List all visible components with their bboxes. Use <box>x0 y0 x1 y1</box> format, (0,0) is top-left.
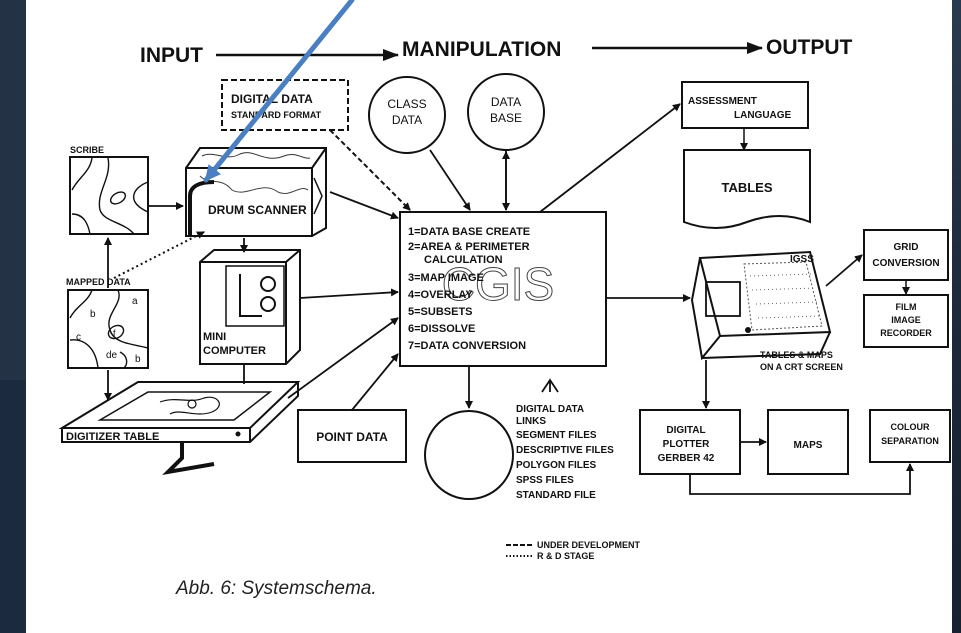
plotter-label-3: GERBER 42 <box>658 453 715 464</box>
connectors <box>104 103 914 495</box>
separation-label: SEPARATION <box>881 436 939 446</box>
cgis-item-3: 3=MAP IMAGE <box>408 272 484 284</box>
tables-label: TABLES <box>721 180 772 195</box>
arrow-mini-cgis <box>299 288 399 299</box>
grid-label: GRID <box>894 242 919 253</box>
map-letter-b2: b <box>135 354 141 365</box>
cgis-item-4: 4=OVERLAY <box>408 289 473 301</box>
assessment-language-box: ASSESSMENT LANGUAGE <box>681 81 809 129</box>
digital-plotter-box: DIGITAL PLOTTER GERBER 42 <box>639 409 741 475</box>
image-label: IMAGE <box>891 315 921 325</box>
flow-input-label: INPUT <box>140 44 203 67</box>
digitizer-table: DIGITIZER TABLE <box>58 381 301 476</box>
flow-header: INPUT MANIPULATION OUTPUT <box>140 36 853 67</box>
arrow-class-cgis <box>429 149 471 211</box>
data-base-label-1: DATA <box>491 95 521 109</box>
legend: UNDER DEVELOPMENT R & D STAGE <box>506 540 641 561</box>
arrow-igss-grid <box>825 254 863 287</box>
links-file-standard: STANDARD FILE <box>516 490 596 501</box>
arrow-plotter-colour <box>689 463 914 495</box>
tables-document: TABLES <box>683 149 811 229</box>
computer-label: COMPUTER <box>203 345 266 357</box>
film-image-recorder-box: FILM IMAGE RECORDER <box>863 294 949 348</box>
point-data-label: POINT DATA <box>316 430 388 444</box>
flow-manipulation-label: MANIPULATION <box>402 38 561 61</box>
digital-data-links: DIGITAL DATA LINKS SEGMENT FILES DESCRIP… <box>516 378 614 501</box>
cgis-box: CGIS 1=DATA BASE CREATE 2=AREA & PERIMET… <box>399 211 607 367</box>
cgis-item-6: 6=DISSOLVE <box>408 323 475 335</box>
scribe-map: SCRIBE <box>69 145 149 235</box>
map-letter-de: de <box>106 350 118 361</box>
mini-computer: MINI COMPUTER <box>199 249 301 365</box>
mini-label: MINI <box>203 331 226 343</box>
maps-label: MAPS <box>794 440 823 451</box>
arrow-cgis-assessment <box>539 103 681 213</box>
arrow-digitizer-cgis <box>287 317 399 399</box>
map-letter-b1: b <box>90 309 96 320</box>
colour-label: COLOUR <box>891 422 930 432</box>
language-label: LANGUAGE <box>734 110 792 121</box>
links-file-descriptive: DESCRIPTIVE FILES <box>516 445 614 456</box>
digitizer-label: DIGITIZER TABLE <box>66 431 159 443</box>
pointer-arrow <box>203 0 355 183</box>
grid-conversion-box: GRID CONVERSION <box>863 229 949 281</box>
recorder-label: RECORDER <box>880 328 932 338</box>
data-files-circle <box>424 410 514 500</box>
conversion-label: CONVERSION <box>872 258 939 269</box>
cgis-title: CGIS <box>442 258 554 310</box>
class-data-circle: CLASS DATA <box>368 76 446 154</box>
slide-lower-band <box>0 380 26 633</box>
plotter-label-1: DIGITAL <box>666 425 705 436</box>
map-letter-a: a <box>132 296 138 307</box>
cgis-item-5: 5=SUBSETS <box>408 306 473 318</box>
data-base-circle: DATA BASE <box>467 73 545 151</box>
film-label: FILM <box>896 302 917 312</box>
drum-scanner-label: DRUM SCANNER <box>208 203 307 217</box>
map-letter-c: c <box>76 332 81 343</box>
links-title-2: LINKS <box>516 416 546 427</box>
crt-label-2: ON A CRT SCREEN <box>760 362 843 372</box>
drum-scanner: DRUM SCANNER <box>185 147 327 237</box>
scribe-label: SCRIBE <box>70 145 104 155</box>
mapped-data-label: MAPPED DATA <box>66 277 131 287</box>
links-file-polygon: POLYGON FILES <box>516 460 597 471</box>
figure-caption: Abb. 6: Systemschema. <box>176 578 377 599</box>
cgis-item-1: 1=DATA BASE CREATE <box>408 226 530 238</box>
cgis-item-2-cont: CALCULATION <box>424 254 503 266</box>
standard-format-label: STANDARD FORMAT <box>231 110 322 120</box>
digital-data-standard-format: DIGITAL DATA STANDARD FORMAT <box>221 79 349 131</box>
plotter-label-2: PLOTTER <box>663 439 710 450</box>
legend-dashed-label: UNDER DEVELOPMENT <box>537 540 641 550</box>
assessment-label: ASSESSMENT <box>688 96 757 107</box>
links-title-1: DIGITAL DATA <box>516 404 584 415</box>
class-data-label-1: CLASS <box>387 97 426 111</box>
crt-label-1: TABLES & MAPS <box>760 350 833 360</box>
class-data-label-2: DATA <box>392 113 422 127</box>
legend-dotted-label: R & D STAGE <box>537 551 594 561</box>
point-data-box: POINT DATA <box>297 409 407 463</box>
links-file-spss: SPSS FILES <box>516 475 574 486</box>
mapped-data-map: MAPPED DATA b a c f de b <box>66 277 149 369</box>
data-base-label-2: BASE <box>490 111 522 125</box>
colour-separation-box: COLOUR SEPARATION <box>869 409 951 463</box>
maps-box: MAPS <box>767 409 849 475</box>
map-letter-f: f <box>113 328 116 338</box>
arrow-scanner-cgis <box>329 191 399 220</box>
flow-output-label: OUTPUT <box>766 36 853 59</box>
igss-label: IGSS <box>790 254 814 265</box>
igss-terminal: IGSS TABLES & MAPS ON A CRT SCREEN <box>690 250 843 372</box>
cgis-item-2: 2=AREA & PERIMETER <box>408 241 530 253</box>
cgis-item-7: 7=DATA CONVERSION <box>408 340 526 352</box>
dashed-standard-cgis <box>329 129 411 211</box>
dotted-mapped-scanner <box>113 231 205 279</box>
arrow-point-cgis <box>351 353 399 411</box>
links-file-segment: SEGMENT FILES <box>516 430 597 441</box>
